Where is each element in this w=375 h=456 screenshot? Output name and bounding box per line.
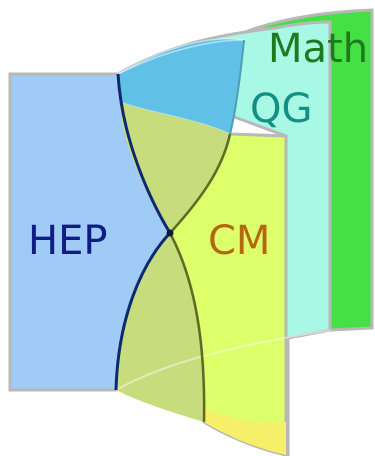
- sheet-seam-lower: [115, 329, 331, 391]
- cm-left-edge: [168, 133, 232, 423]
- hep-cm-overlap-upper: [120, 102, 230, 233]
- cm-label: CM: [208, 218, 270, 264]
- intersection-point: [166, 229, 174, 237]
- qg-edge: [229, 39, 245, 135]
- sheet-seam-top: [117, 39, 245, 75]
- math-sheet: [239, 8, 374, 332]
- hep-cm-overlap-lower: [116, 233, 205, 422]
- qg-label: QG: [250, 86, 312, 132]
- math-label: Math: [268, 26, 368, 72]
- cm-bottom-fold: [204, 408, 286, 455]
- hep-label: HEP: [28, 218, 107, 264]
